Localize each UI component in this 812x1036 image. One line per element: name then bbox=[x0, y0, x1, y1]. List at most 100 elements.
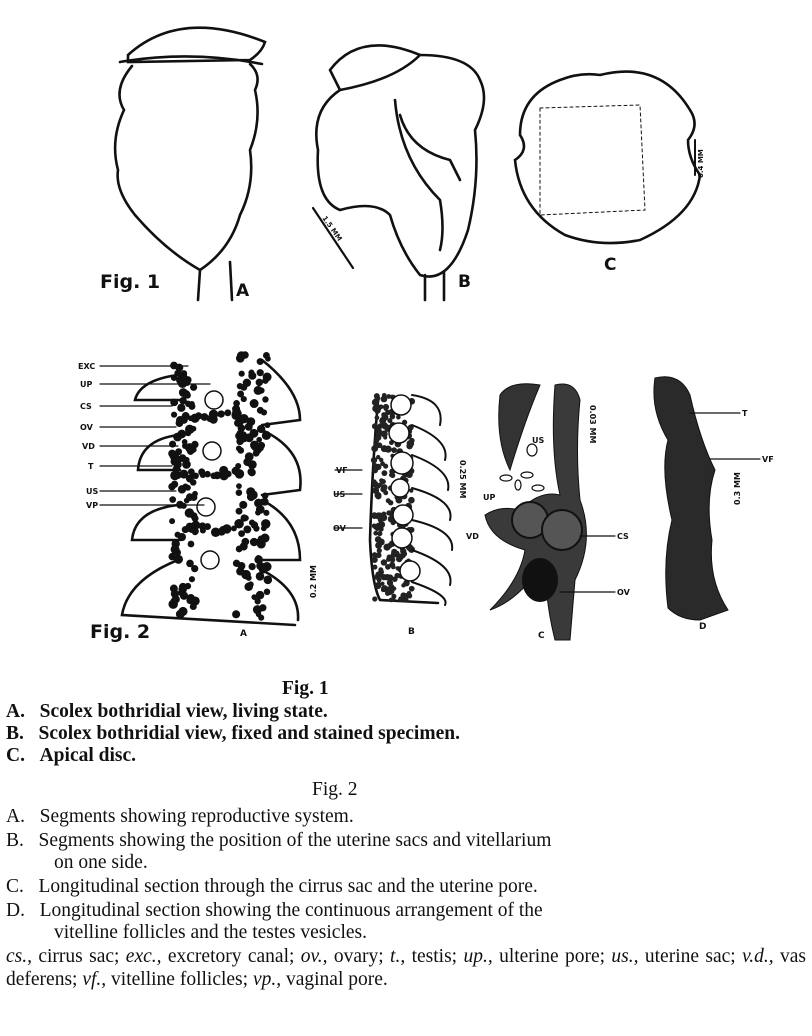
follicle-dot bbox=[254, 598, 261, 605]
follicle-dot bbox=[264, 422, 271, 429]
follicle-dot bbox=[238, 530, 246, 538]
fig2-d-label-vf: VF bbox=[762, 455, 774, 464]
follicle-dot bbox=[253, 385, 263, 395]
follicle-dot bbox=[408, 496, 415, 504]
follicle-dot bbox=[409, 488, 414, 493]
follicle-dot bbox=[187, 468, 195, 476]
follicle-dot bbox=[177, 364, 183, 371]
key-definition: vitelline follicles; bbox=[106, 968, 253, 990]
follicle-dot bbox=[169, 496, 177, 503]
fig2-a-label-t: T bbox=[88, 462, 94, 471]
fig1-panel-c-label: C bbox=[604, 255, 616, 275]
follicle-dot bbox=[385, 563, 391, 570]
follicle-dot bbox=[371, 523, 377, 529]
follicle-dot bbox=[255, 378, 264, 387]
caption-text: Scolex bothridial view, fixed and staine… bbox=[38, 723, 460, 744]
fig2-c-label-us: US bbox=[532, 436, 544, 445]
fig1-panel-a-label: A bbox=[236, 281, 250, 301]
follicle-dot bbox=[377, 482, 383, 488]
follicle-dot bbox=[380, 461, 385, 467]
follicle-dot bbox=[175, 448, 183, 456]
follicle-dot bbox=[235, 507, 243, 515]
follicle-dot bbox=[249, 399, 259, 409]
follicle-dot bbox=[234, 519, 244, 529]
follicle-dot bbox=[261, 492, 269, 500]
follicle-dot bbox=[371, 479, 377, 485]
follicle-dot bbox=[375, 552, 382, 559]
follicle-dot bbox=[187, 540, 195, 548]
follicle-dot bbox=[375, 581, 382, 588]
fig2-a-label-ov: OV bbox=[80, 423, 94, 432]
follicle-dot bbox=[177, 532, 186, 542]
follicle-dot bbox=[170, 470, 180, 481]
key-abbr: v.d., bbox=[742, 946, 774, 967]
fig2-a-label-exc: EXC bbox=[78, 362, 95, 371]
follicle-dot bbox=[381, 484, 388, 491]
follicle-dot bbox=[173, 432, 182, 442]
caption-letter: D. bbox=[6, 900, 25, 921]
follicle-dot bbox=[370, 456, 378, 464]
follicle-dot bbox=[242, 378, 252, 387]
follicle-dot bbox=[179, 470, 187, 478]
follicle-dot bbox=[256, 539, 266, 549]
follicle-dot bbox=[372, 467, 379, 474]
follicle-dot bbox=[261, 519, 271, 529]
follicle-dot bbox=[188, 402, 196, 410]
follicle-dot bbox=[261, 498, 269, 506]
follicle-dot bbox=[170, 453, 181, 463]
key-definition: vaginal pore. bbox=[281, 968, 388, 990]
follicle-dot bbox=[200, 413, 209, 421]
follicle-dot bbox=[260, 409, 268, 416]
fig2-caption-a: A. Segments showing reproductive system. bbox=[6, 806, 354, 828]
follicle-dot bbox=[204, 470, 211, 478]
follicle-dot bbox=[211, 411, 218, 418]
caption-text: Longitudinal section through the cirrus … bbox=[38, 876, 538, 897]
fig2-panel-d-drawing bbox=[653, 376, 761, 621]
follicle-dot bbox=[236, 567, 245, 576]
follicle-dot bbox=[181, 412, 190, 420]
follicle-dot bbox=[224, 409, 232, 417]
fig2-a-label-us: US bbox=[86, 487, 98, 496]
follicle-dot bbox=[169, 518, 176, 525]
follicle-dot bbox=[262, 352, 270, 359]
fig2-caption-title: Fig. 2 bbox=[312, 779, 358, 800]
follicle-dot bbox=[181, 439, 188, 445]
fig2-panel-a-label: A bbox=[240, 629, 247, 639]
follicle-dot bbox=[377, 520, 386, 529]
follicle-dot bbox=[373, 530, 379, 536]
follicle-dot bbox=[168, 482, 176, 491]
follicle-dot bbox=[386, 586, 391, 592]
fig2-b-label-vf: VF bbox=[336, 466, 348, 475]
follicle-dot bbox=[386, 394, 392, 399]
fig2-caption-d: D. Longitudinal section showing the cont… bbox=[6, 900, 543, 922]
follicle-dot bbox=[261, 430, 271, 441]
follicle-dot bbox=[188, 576, 196, 583]
follicle-dot bbox=[255, 590, 265, 600]
key-abbr: cs., bbox=[6, 946, 32, 967]
follicle-dot bbox=[238, 370, 245, 377]
follicle-dot bbox=[384, 590, 391, 596]
follicle-dot bbox=[175, 609, 185, 619]
follicle-dot bbox=[237, 390, 245, 398]
follicle-dot bbox=[170, 544, 180, 554]
fig1-caption-a: A. Scolex bothridial view, living state. bbox=[6, 701, 328, 723]
follicle-dot bbox=[235, 410, 242, 417]
follicle-dot bbox=[262, 372, 272, 382]
follicle-dot bbox=[174, 369, 182, 377]
follicle-dot bbox=[232, 610, 241, 619]
follicle-dot bbox=[250, 521, 259, 529]
fig1-panel-b-label: B bbox=[458, 272, 471, 292]
follicle-dot bbox=[254, 555, 263, 564]
follicle-dot bbox=[371, 423, 378, 430]
key-abbr: ov., bbox=[300, 946, 328, 967]
caption-letter: B. bbox=[6, 830, 24, 851]
follicle-dot bbox=[373, 442, 380, 449]
caption-letter: B. bbox=[6, 723, 24, 744]
follicle-dot bbox=[179, 396, 187, 405]
follicle-dot bbox=[391, 447, 397, 453]
follicle-dot bbox=[372, 487, 380, 494]
follicle-dot bbox=[401, 583, 406, 588]
follicle-dot bbox=[246, 492, 256, 502]
follicle-dot bbox=[263, 588, 271, 596]
follicle-dot bbox=[386, 579, 394, 586]
